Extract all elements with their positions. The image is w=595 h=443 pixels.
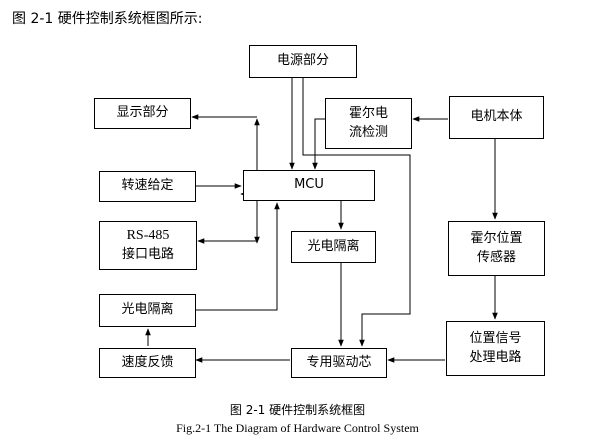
rs485-block: RS-485 接口电路 xyxy=(99,221,197,270)
intro-text: 图 2-1 硬件控制系统框图所示: xyxy=(12,11,203,27)
motor-block: 电机本体 xyxy=(449,96,544,139)
mcu-label: MCU xyxy=(294,177,324,193)
opto-mid-label: 光电隔离 xyxy=(307,238,360,254)
hall-current-label-line1: 霍尔电 xyxy=(348,105,388,121)
motor-label: 电机本体 xyxy=(470,109,523,125)
power-label: 电源部分 xyxy=(276,53,329,69)
position-signal-label-line2: 处理电路 xyxy=(469,349,522,365)
rs485-label-line2: 接口电路 xyxy=(121,247,174,263)
speed-feedback-label: 速度反馈 xyxy=(121,354,174,370)
position-signal-block: 位置信号 处理电路 xyxy=(446,321,545,376)
driver-chip-block: 专用驱动芯 xyxy=(291,348,387,378)
mcu-block: MCU xyxy=(243,170,375,201)
hall-current-block: 霍尔电 流检测 xyxy=(325,98,412,149)
hall-position-block: 霍尔位置 传感器 xyxy=(448,221,545,276)
hall-position-label-line2: 传感器 xyxy=(476,249,516,265)
rs485-label-line1: RS-485 xyxy=(126,227,170,243)
display-block: 显示部分 xyxy=(94,98,191,129)
caption-chinese: 图 2-1 硬件控制系统框图 xyxy=(229,403,366,417)
power-block: 电源部分 xyxy=(249,45,357,78)
caption-english: Fig.2-1 The Diagram of Hardware Control … xyxy=(176,421,419,435)
hall-position-label-line1: 霍尔位置 xyxy=(470,230,523,246)
speed-set-label: 转速给定 xyxy=(121,178,174,194)
opto-isolation-mid-block: 光电隔离 xyxy=(291,231,376,263)
position-signal-label-line1: 位置信号 xyxy=(469,330,522,346)
opto-isolation-left-block: 光电隔离 xyxy=(99,294,196,327)
wire-hall-current-mcu xyxy=(312,118,325,170)
opto-left-label: 光电隔离 xyxy=(121,302,174,318)
speed-set-block: 转速给定 xyxy=(99,171,196,202)
wire-opto-left-mcu xyxy=(196,202,280,311)
wire-power-driver xyxy=(302,77,411,347)
speed-feedback-block: 速度反馈 xyxy=(99,348,196,378)
display-label: 显示部分 xyxy=(116,105,169,121)
hall-current-label-line2: 流检测 xyxy=(348,124,388,140)
driver-chip-label: 专用驱动芯 xyxy=(306,354,372,370)
